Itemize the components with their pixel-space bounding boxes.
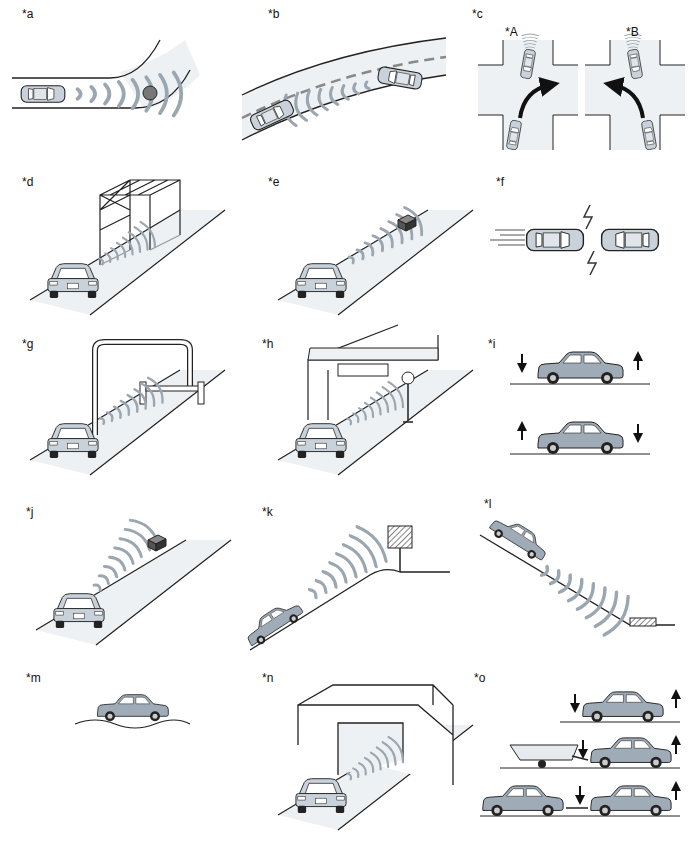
- panel-label: *j: [26, 506, 33, 518]
- panel-label: *e: [268, 176, 279, 188]
- panel-label: *o: [474, 672, 485, 684]
- panel-label: *k: [262, 506, 273, 518]
- panel-label: *i: [488, 338, 495, 350]
- panel-label: *m: [26, 672, 41, 684]
- panel-label: *A: [505, 26, 518, 38]
- panel-label: *f: [496, 176, 504, 188]
- panel-label: *l: [484, 498, 491, 510]
- panel-label: *g: [22, 338, 33, 350]
- panel-label: *a: [22, 8, 33, 20]
- panel-label: *b: [268, 8, 279, 20]
- panel-label: *c: [472, 8, 483, 20]
- panel-label: *B: [626, 26, 639, 38]
- panel-label: *h: [262, 338, 273, 350]
- panel-label: *n: [262, 672, 273, 684]
- panel-label: *d: [22, 176, 33, 188]
